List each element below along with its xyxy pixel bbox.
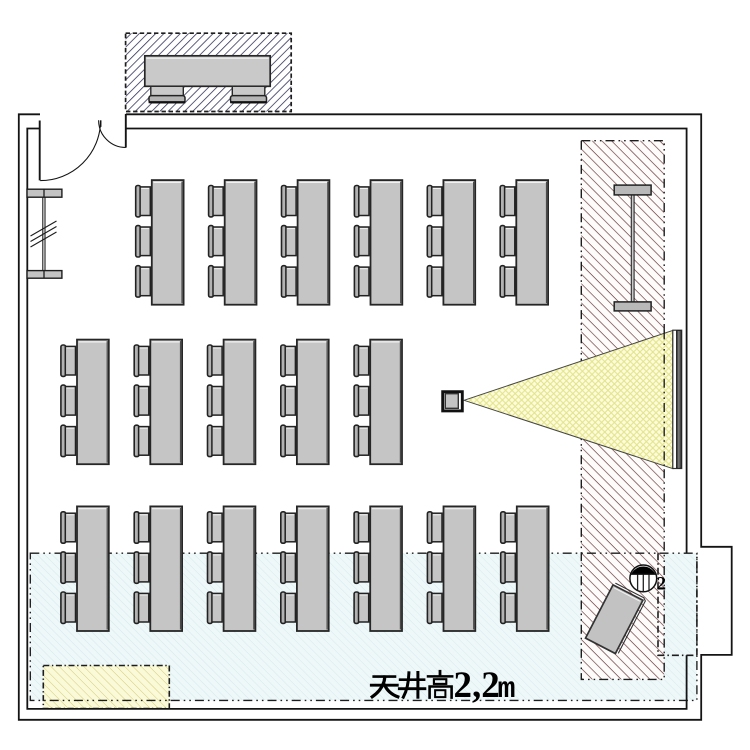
svg-text:2,2: 2,2	[454, 665, 500, 706]
svg-text:m: m	[498, 673, 516, 707]
svg-text:2: 2	[657, 575, 666, 595]
